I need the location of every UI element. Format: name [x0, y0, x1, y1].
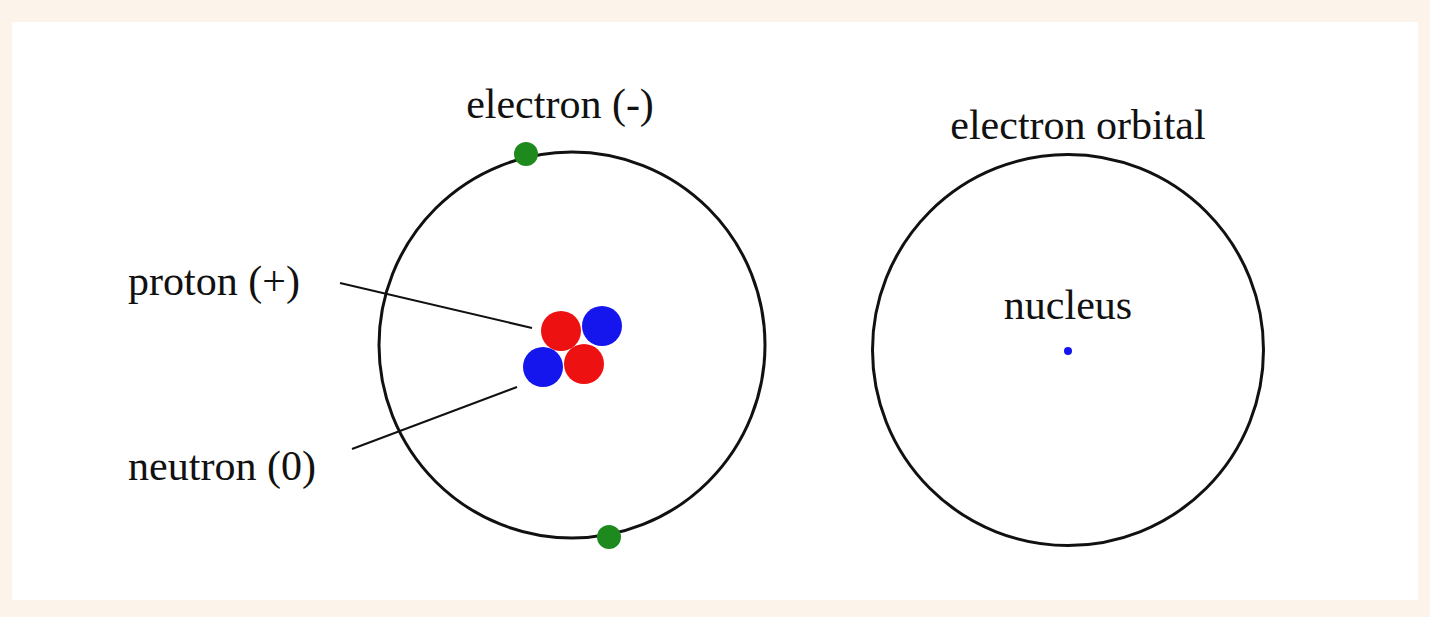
- electron-label: electron (-): [466, 81, 654, 127]
- leader-line: [352, 387, 517, 449]
- neutron-ball: [582, 306, 622, 346]
- neutron-ball: [523, 347, 563, 387]
- proton-ball: [541, 311, 581, 351]
- electron-dot: [597, 525, 621, 549]
- white-panel: [12, 22, 1418, 600]
- electron-dot: [514, 142, 538, 166]
- nucleus-label: nucleus: [1004, 282, 1132, 328]
- orbit-circle: [379, 152, 765, 538]
- nucleus-dot: [1064, 347, 1072, 355]
- leader-line: [340, 283, 532, 328]
- circle-outline: [871, 153, 1265, 547]
- orbit-circle: [873, 155, 1264, 546]
- neutron-label: neutron (0): [128, 443, 316, 489]
- proton-label: proton (+): [128, 258, 300, 304]
- orbital-circle: electron orbitalnucleus: [871, 153, 1265, 547]
- orbital-label: electron orbital: [950, 102, 1205, 148]
- proton-ball: [564, 344, 604, 384]
